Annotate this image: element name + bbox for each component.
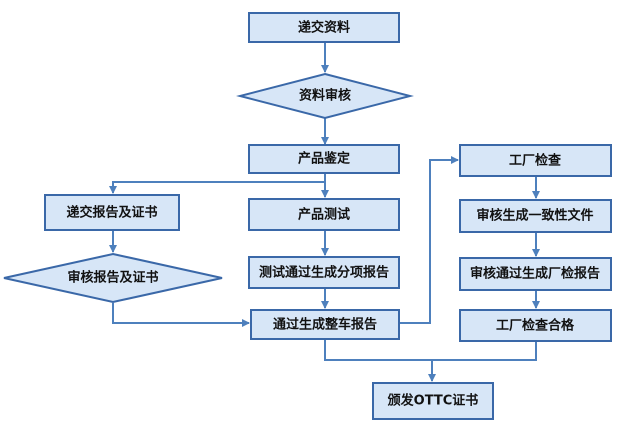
node-vehicle-report: 通过生成整车报告: [250, 309, 400, 340]
connectors: [109, 42, 540, 382]
node-factory-inspection: 工厂检查: [459, 144, 612, 177]
node-product-testing-label: 产品测试: [298, 207, 350, 223]
node-test-pass-item-report: 测试通过生成分项报告: [248, 256, 400, 289]
arrow-vehicle-report-to-factory-inspection: [399, 156, 459, 324]
node-submit-materials-label: 递交资料: [298, 20, 350, 36]
node-test-pass-item-report-label: 测试通过生成分项报告: [259, 265, 389, 281]
node-material-review: 资料审核: [236, 72, 414, 120]
node-product-appraisal: 产品鉴定: [248, 144, 400, 174]
connector-factory-pass-down: [432, 341, 537, 361]
arrow-appraisal-to-submit-report: [109, 181, 325, 194]
node-review-factory-report-label: 审核通过生成厂检报告: [470, 266, 600, 282]
node-product-testing: 产品测试: [248, 198, 400, 231]
arrow-review-report-to-vehicle-report: [112, 303, 250, 327]
node-review-report-cert: 审核报告及证书: [3, 252, 223, 304]
node-submit-materials: 递交资料: [248, 12, 400, 43]
node-vehicle-report-label: 通过生成整车报告: [273, 317, 377, 333]
node-submit-report-cert: 递交报告及证书: [44, 194, 180, 231]
node-review-report-cert-label: 审核报告及证书: [67, 270, 158, 286]
connector-vehicle-report-down: [324, 339, 433, 380]
node-product-appraisal-label: 产品鉴定: [298, 151, 350, 167]
node-submit-report-cert-label: 递交报告及证书: [66, 205, 157, 221]
node-issue-ottc-label: 颁发OTTC证书: [388, 393, 479, 409]
node-review-factory-report: 审核通过生成厂检报告: [459, 257, 612, 291]
node-factory-inspection-label: 工厂检查: [509, 153, 562, 169]
node-factory-inspection-pass-label: 工厂检查合格: [496, 318, 575, 334]
node-review-consistency-label: 审核生成一致性文件: [476, 208, 593, 224]
node-review-consistency: 审核生成一致性文件: [459, 199, 612, 233]
node-material-review-label: 资料审核: [299, 88, 351, 104]
node-issue-ottc: 颁发OTTC证书: [372, 382, 494, 420]
node-factory-inspection-pass: 工厂检查合格: [459, 309, 612, 342]
